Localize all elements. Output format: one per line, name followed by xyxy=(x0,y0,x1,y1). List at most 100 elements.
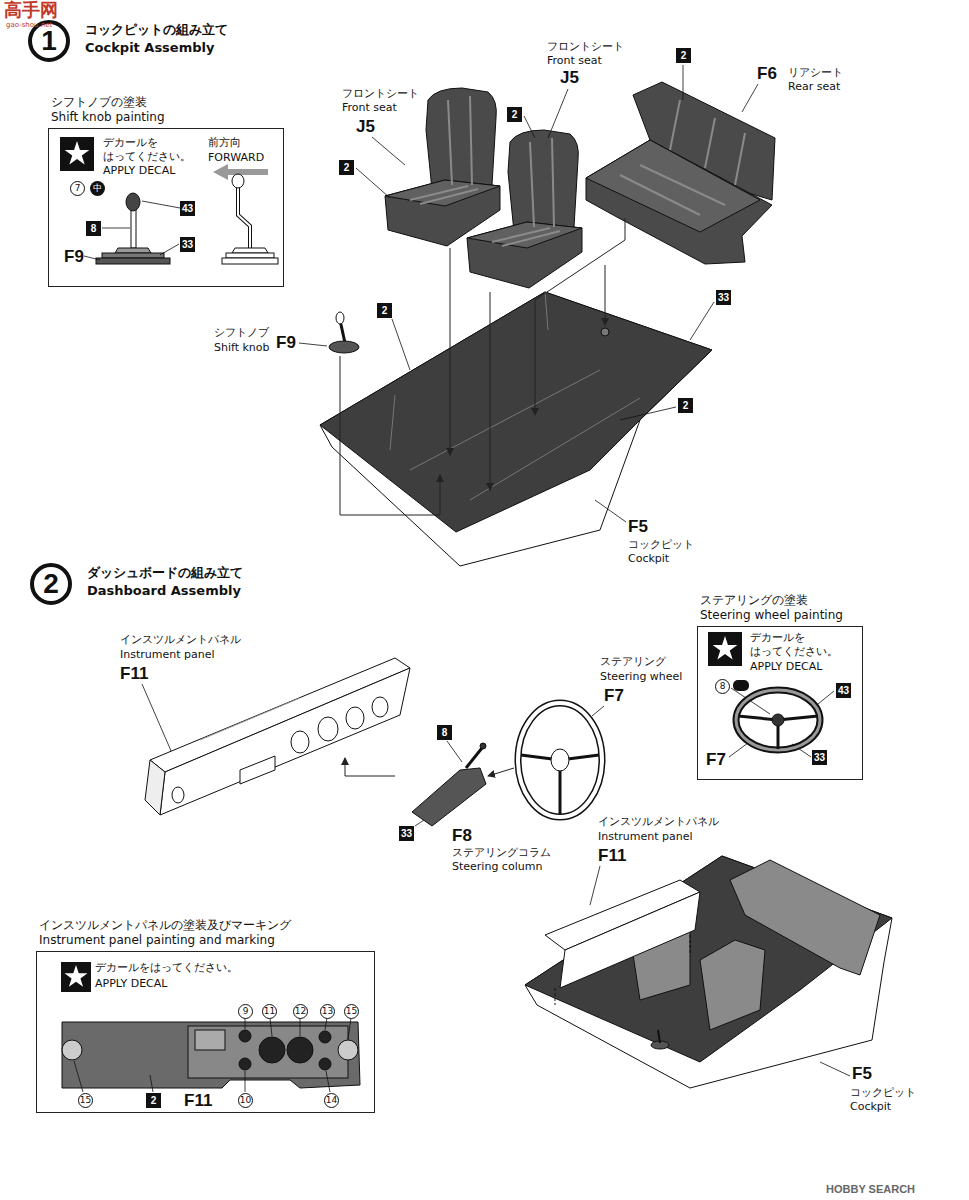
leader-line xyxy=(595,500,626,522)
color-callout: 11 xyxy=(262,1004,277,1019)
front-seat xyxy=(385,180,500,206)
leader-line xyxy=(524,116,535,138)
instrument-panel-detail xyxy=(239,1030,251,1042)
part-number: F11 xyxy=(184,1091,212,1110)
assembly-arrow xyxy=(450,248,451,455)
note-text: デカールを はってください。 xyxy=(750,631,846,659)
front-seat xyxy=(467,222,582,288)
rear-seat xyxy=(586,82,775,264)
callout-number: 33 xyxy=(180,237,195,252)
instrument-panel-detail xyxy=(74,1061,83,1092)
assembled-cockpit xyxy=(555,935,690,1005)
callout-number: 43 xyxy=(836,683,851,698)
steering-wheel-detail xyxy=(772,714,784,726)
note-text: FORWARD xyxy=(208,151,264,165)
rear-seat xyxy=(670,100,680,150)
instrument-panel-part xyxy=(291,731,309,753)
assembly-arrow xyxy=(345,758,395,776)
instrument-panel-detail xyxy=(319,1058,331,1070)
front-seat xyxy=(552,138,554,227)
note-text: デカールを はってください。 xyxy=(103,136,199,164)
instrument-panel-detail xyxy=(245,1071,246,1092)
shift-knob-detail xyxy=(232,174,244,188)
part-number: J5 xyxy=(356,117,375,136)
steering-wheel-detail xyxy=(733,680,749,691)
watermark: gao-shou.net xyxy=(6,21,52,29)
front-seat xyxy=(530,142,534,227)
note-text: フロントシート xyxy=(342,87,419,101)
instrument-panel-part xyxy=(172,787,184,803)
instrument-panel-detail xyxy=(188,1026,348,1078)
note-text: Cockpit xyxy=(628,552,669,566)
instrument-panel-detail xyxy=(319,1031,331,1043)
note-text: Instrument panel xyxy=(598,830,693,844)
callout-number: 2 xyxy=(146,1093,161,1108)
instrument-panel-detail xyxy=(270,1018,272,1036)
color-callout: 14 xyxy=(324,1093,339,1108)
instrument-panel-detail xyxy=(245,1018,246,1029)
instrument-panel-part xyxy=(346,707,364,729)
front-seat xyxy=(385,88,500,246)
callout-number: 33 xyxy=(812,750,827,765)
note-text: ステアリングコラム xyxy=(452,846,551,860)
instrument-panel-detail xyxy=(74,1018,351,1092)
note-text: インスツルメントパネル xyxy=(120,633,241,647)
note-text: APPLY DECAL xyxy=(95,977,167,991)
assembled-cockpit xyxy=(560,892,700,988)
shift-knob-detail xyxy=(160,244,179,255)
leader-line xyxy=(447,741,462,762)
note-text: Front seat xyxy=(547,54,602,68)
instrument-panel-detail xyxy=(62,1040,82,1060)
color-callout: 10 xyxy=(238,1093,253,1108)
step-heading: 2ダッシュボードの組み立てDashboard Assembly xyxy=(30,563,247,605)
front-seat xyxy=(467,130,582,288)
part-number: F5 xyxy=(628,517,648,536)
shift-knob-detail xyxy=(222,258,278,264)
shift-knob-detail xyxy=(238,186,250,248)
part-number: F8 xyxy=(452,826,472,845)
instrument-panel-detail xyxy=(62,1018,360,1092)
callout-number: 2 xyxy=(377,303,392,318)
color-callout: 15 xyxy=(344,1004,359,1019)
note-text: Front seat xyxy=(342,101,397,115)
assembled-cockpit xyxy=(525,856,892,1062)
shift-knob-detail xyxy=(84,164,278,264)
instrument-panel-detail xyxy=(259,1037,285,1063)
leader-line xyxy=(548,89,568,138)
leader-line xyxy=(820,1062,850,1076)
note-text: Shift knob xyxy=(214,341,270,355)
front-seat xyxy=(502,231,560,246)
color-callout: 12 xyxy=(293,1004,308,1019)
note-text: 前方向 xyxy=(208,136,241,150)
shift-knob-part xyxy=(336,312,344,324)
instrument-panel-part xyxy=(200,698,300,740)
note-text: Rear seat xyxy=(788,80,840,94)
assembled-cockpit xyxy=(525,856,892,1088)
front-seat xyxy=(420,189,478,204)
shift-knob-detail xyxy=(102,228,130,229)
shift-knob-detail xyxy=(142,201,180,208)
note-text: APPLY DECAL xyxy=(750,660,822,674)
callout-number: 33 xyxy=(399,826,414,841)
note-text: インスツルメントパネル xyxy=(598,815,719,829)
callout-number: 2 xyxy=(678,398,693,413)
rear-seat xyxy=(735,133,745,185)
decal-star-icon xyxy=(65,965,88,987)
steering-wheel-part xyxy=(518,703,602,817)
note-text: シフトノブ xyxy=(214,326,269,340)
leader-line xyxy=(392,319,410,370)
part-number: J5 xyxy=(560,68,579,87)
rear-seat xyxy=(586,140,772,264)
note-text: Cockpit xyxy=(850,1100,891,1114)
callout-number: 2 xyxy=(339,160,354,175)
assembly-arrow xyxy=(488,768,514,776)
instrument-panel-detail xyxy=(62,1022,360,1088)
note-text: Instrument panel xyxy=(120,648,215,662)
step-number: 2 xyxy=(30,563,72,605)
step-title: Cockpit Assembly xyxy=(85,40,214,56)
inset-title: ステアリングの塗装 xyxy=(697,593,863,608)
instrument-panel-part xyxy=(145,760,165,815)
decal-star-icon xyxy=(708,632,742,666)
callout-number: 2 xyxy=(507,107,522,122)
